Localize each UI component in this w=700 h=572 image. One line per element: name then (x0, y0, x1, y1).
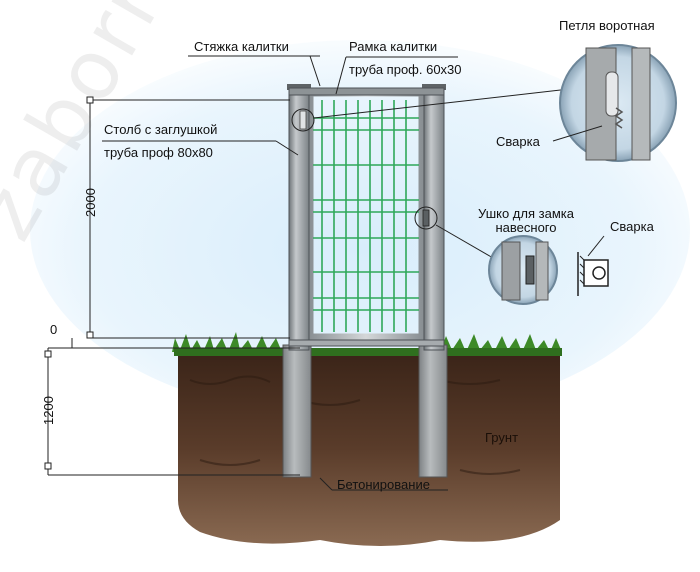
dimension-zero: 0 (50, 322, 58, 337)
gate-tie-label: Стяжка калитки (194, 39, 289, 54)
lock-lens-frame (535, 241, 549, 301)
lock-eye-small (422, 209, 430, 227)
weld-2-callout-line (587, 235, 605, 257)
hinge-callout-line (313, 87, 579, 119)
soil-texture (189, 375, 521, 475)
lock-eye-label-line1: Ушко для замка (478, 206, 574, 221)
right-post-cap (422, 84, 446, 90)
weld-label-1: Сварка (496, 134, 540, 149)
post-label-line1: Столб с заглушкой (104, 122, 218, 137)
gate-frame-label-line1: Рамка калитки (349, 39, 438, 54)
hinge-lens-barrel (605, 71, 619, 117)
gate-mesh (313, 100, 419, 332)
right-post-underground (418, 344, 448, 478)
lock-lens-post (501, 241, 521, 301)
gate-frame-label-line2: труба проф. 60х30 (349, 62, 462, 77)
sky-glow (30, 40, 690, 420)
gate-hinge-label: Петля воротная (559, 18, 655, 33)
label-leaders (102, 55, 458, 491)
left-post-cap (287, 84, 311, 90)
post-label-line2: труба проф 80х80 (104, 145, 213, 160)
hinge-callout-circle (291, 108, 315, 132)
bottom-tie-bar (288, 339, 445, 347)
concreting-label: Бетонирование (337, 477, 430, 492)
left-post-underground (282, 344, 312, 478)
lock-eye-label-line2: навесного (495, 220, 557, 235)
lock-callout-line (435, 224, 501, 263)
gate-tie-bar (288, 87, 445, 96)
lock-lens-eye (525, 255, 535, 285)
weld-label-2: Сварка (610, 219, 654, 234)
weld-bead-1 (614, 107, 624, 129)
hinge-small (299, 110, 307, 130)
lock-eye-schematic (577, 252, 609, 296)
dimension-lines (44, 96, 300, 476)
weld-1-callout-line (552, 125, 603, 142)
lock-callout-circle (414, 206, 438, 230)
dimension-1200: 1200 (40, 396, 56, 425)
soil-label: Грунт (485, 430, 519, 445)
soil-block (178, 352, 560, 546)
dimension-2000: 2000 (82, 188, 98, 217)
hinge-lens-frame (631, 47, 651, 161)
grass-band (174, 348, 562, 356)
